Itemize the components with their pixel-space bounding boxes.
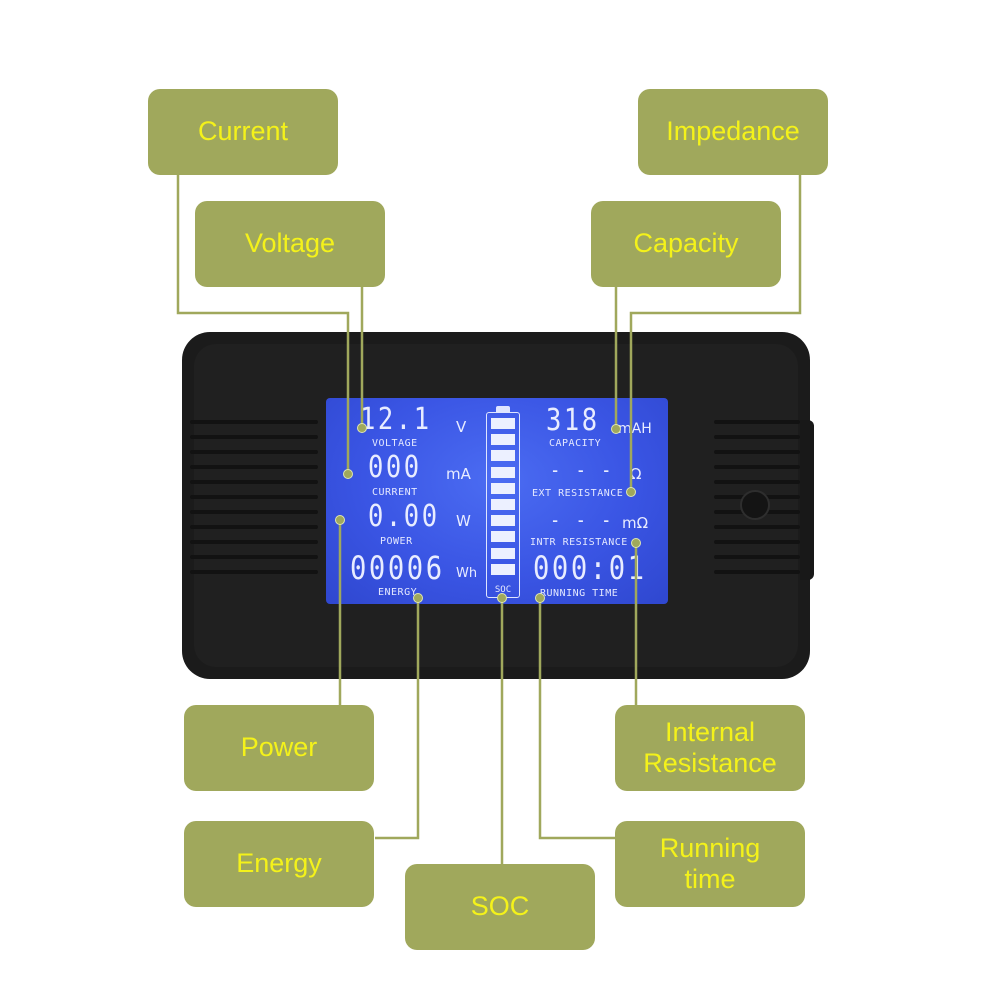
- callout-impedance: Impedance: [638, 89, 828, 175]
- callout-capacity: Capacity: [591, 201, 781, 287]
- energy-leader: [375, 598, 420, 840]
- reset-button[interactable]: [740, 490, 770, 520]
- soc-segment: [491, 466, 515, 478]
- right-fin: [714, 420, 800, 424]
- right-fin: [714, 540, 800, 544]
- ext-resistance-label: EXT RESISTANCE: [532, 488, 624, 499]
- soc-segment: [491, 563, 515, 575]
- right-fin: [714, 570, 800, 574]
- power-value: 0.00: [368, 499, 440, 534]
- callout-energy: Energy: [184, 821, 374, 907]
- ext-resistance-unit: Ω: [630, 465, 642, 483]
- power-label: POWER: [380, 536, 413, 547]
- left-fin: [190, 525, 318, 529]
- impedance-leader: [629, 175, 802, 492]
- callout-voltage: Voltage: [195, 201, 385, 287]
- right-fin: [714, 525, 800, 529]
- side-clip: [800, 420, 814, 580]
- power-dot: [335, 515, 345, 525]
- energy-label: ENERGY: [378, 587, 418, 598]
- left-fin: [190, 420, 318, 424]
- soc-segment: [491, 434, 515, 446]
- soc-segment: [491, 531, 515, 543]
- left-fin: [190, 495, 318, 499]
- right-fin: [714, 450, 800, 454]
- capacity-unit: mAH: [618, 421, 652, 437]
- left-fin: [190, 555, 318, 559]
- right-fin: [714, 480, 800, 484]
- left-fin: [190, 435, 318, 439]
- running-time-line1: Running: [659, 832, 761, 863]
- soc-segment: [491, 515, 515, 527]
- left-fin: [190, 465, 318, 469]
- current-label: CURRENT: [372, 487, 418, 498]
- impedance-dot: [626, 487, 636, 497]
- battery-cap: [496, 406, 510, 412]
- running-time-dot: [535, 593, 545, 603]
- left-fin: [190, 450, 318, 454]
- left-fin: [190, 480, 318, 484]
- running-time-value: 000:01: [533, 549, 647, 587]
- intr-resistance-unit: mΩ: [622, 514, 649, 532]
- voltage-value: 12.1: [360, 402, 432, 437]
- intr-resistance-label: INTR RESISTANCE: [530, 537, 628, 548]
- soc-label: SOC: [494, 585, 512, 595]
- internal-resistance-line1: Internal: [664, 716, 756, 747]
- right-fin: [714, 435, 800, 439]
- right-fin: [714, 465, 800, 469]
- running-time-leader: [538, 598, 616, 840]
- callout-soc: SOC: [405, 864, 595, 950]
- internal-resistance-dot: [631, 538, 641, 548]
- left-fin: [190, 510, 318, 514]
- soc-segment: [491, 499, 515, 510]
- capacity-label: CAPACITY: [549, 438, 602, 449]
- current-unit: mA: [446, 465, 471, 483]
- voltage-label: VOLTAGE: [372, 438, 418, 449]
- left-fin: [190, 540, 318, 544]
- current-value: 000: [368, 450, 422, 485]
- intr-resistance-value: - - -: [550, 508, 614, 532]
- capacity-dot: [611, 424, 621, 434]
- energy-dot: [413, 593, 423, 603]
- voltage-unit: V: [456, 418, 467, 436]
- running-time-line2: time: [684, 864, 736, 894]
- soc-segment: [491, 450, 515, 462]
- soc-segment: [491, 547, 515, 559]
- callout-power: Power: [184, 705, 374, 791]
- internal-resistance-line2: Resistance: [643, 748, 777, 778]
- power-unit: W: [456, 512, 471, 530]
- running-time-label: RUNNING TIME: [540, 588, 619, 599]
- energy-unit: Wh: [456, 566, 478, 581]
- soc-dot: [497, 593, 507, 603]
- voltage-dot: [357, 423, 367, 433]
- callout-current: Current: [148, 89, 338, 175]
- right-fin: [714, 555, 800, 559]
- callout-internal-resistance: Internal Resistance: [615, 705, 805, 791]
- current-dot: [343, 469, 353, 479]
- energy-value: 00006: [350, 549, 445, 587]
- soc-segment: [491, 418, 515, 429]
- left-fin: [190, 570, 318, 574]
- soc-segment: [491, 482, 515, 494]
- callout-running-time: Running time: [615, 821, 805, 907]
- ext-resistance-value: - - -: [550, 458, 614, 482]
- current-leader: [176, 175, 350, 472]
- capacity-value: 318: [546, 403, 600, 438]
